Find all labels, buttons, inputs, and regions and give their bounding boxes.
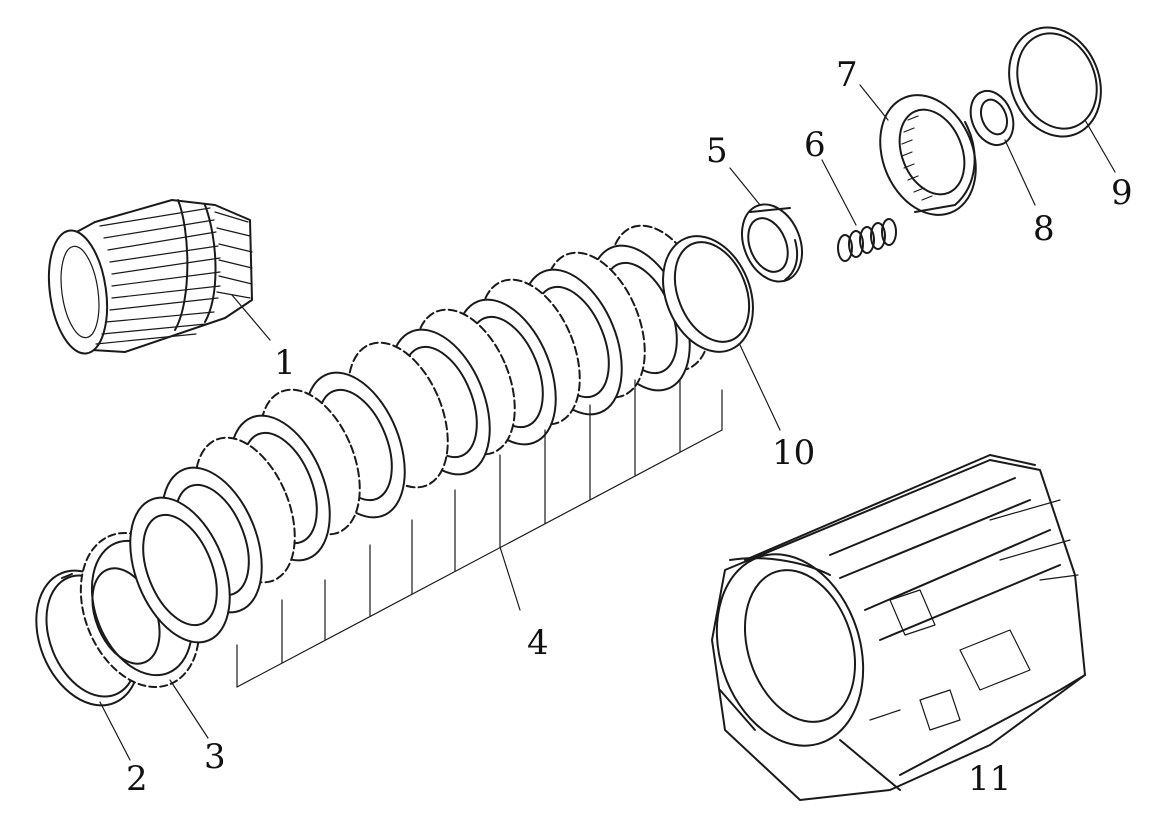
spring-retainer-drawing xyxy=(741,203,803,283)
callout-11: 11 xyxy=(968,759,1011,799)
piston-drawing xyxy=(879,94,977,216)
leader-line-3 xyxy=(169,679,209,739)
callout-8: 8 xyxy=(1033,209,1055,249)
leader-line-9 xyxy=(1084,119,1116,173)
leader-line-1 xyxy=(231,294,271,341)
leader-bracket-4 xyxy=(236,379,723,688)
clutch-hub-drawing xyxy=(47,199,253,355)
return-spring-drawing xyxy=(837,218,897,262)
callout-1: 1 xyxy=(274,343,296,383)
transmission-case-drawing xyxy=(711,454,1086,801)
plate xyxy=(129,496,231,644)
callout-6: 6 xyxy=(804,125,826,165)
leader-line-8 xyxy=(1004,139,1036,206)
wave-plate-drawing xyxy=(662,235,754,353)
callout-3: 3 xyxy=(204,737,226,777)
outer-seal-drawing xyxy=(1008,26,1102,138)
callout-2: 2 xyxy=(126,759,148,799)
callout-5: 5 xyxy=(706,131,728,171)
leader-line-6 xyxy=(821,159,857,226)
leader-line-2 xyxy=(99,701,131,761)
callout-7: 7 xyxy=(836,55,858,95)
callout-9: 9 xyxy=(1111,173,1133,213)
leader-line-7 xyxy=(859,84,889,121)
callout-10: 10 xyxy=(772,433,815,473)
callout-4: 4 xyxy=(527,623,549,663)
leader-line-5 xyxy=(729,167,761,206)
leader-line-10 xyxy=(739,344,781,431)
inner-seal-drawing xyxy=(969,89,1015,147)
